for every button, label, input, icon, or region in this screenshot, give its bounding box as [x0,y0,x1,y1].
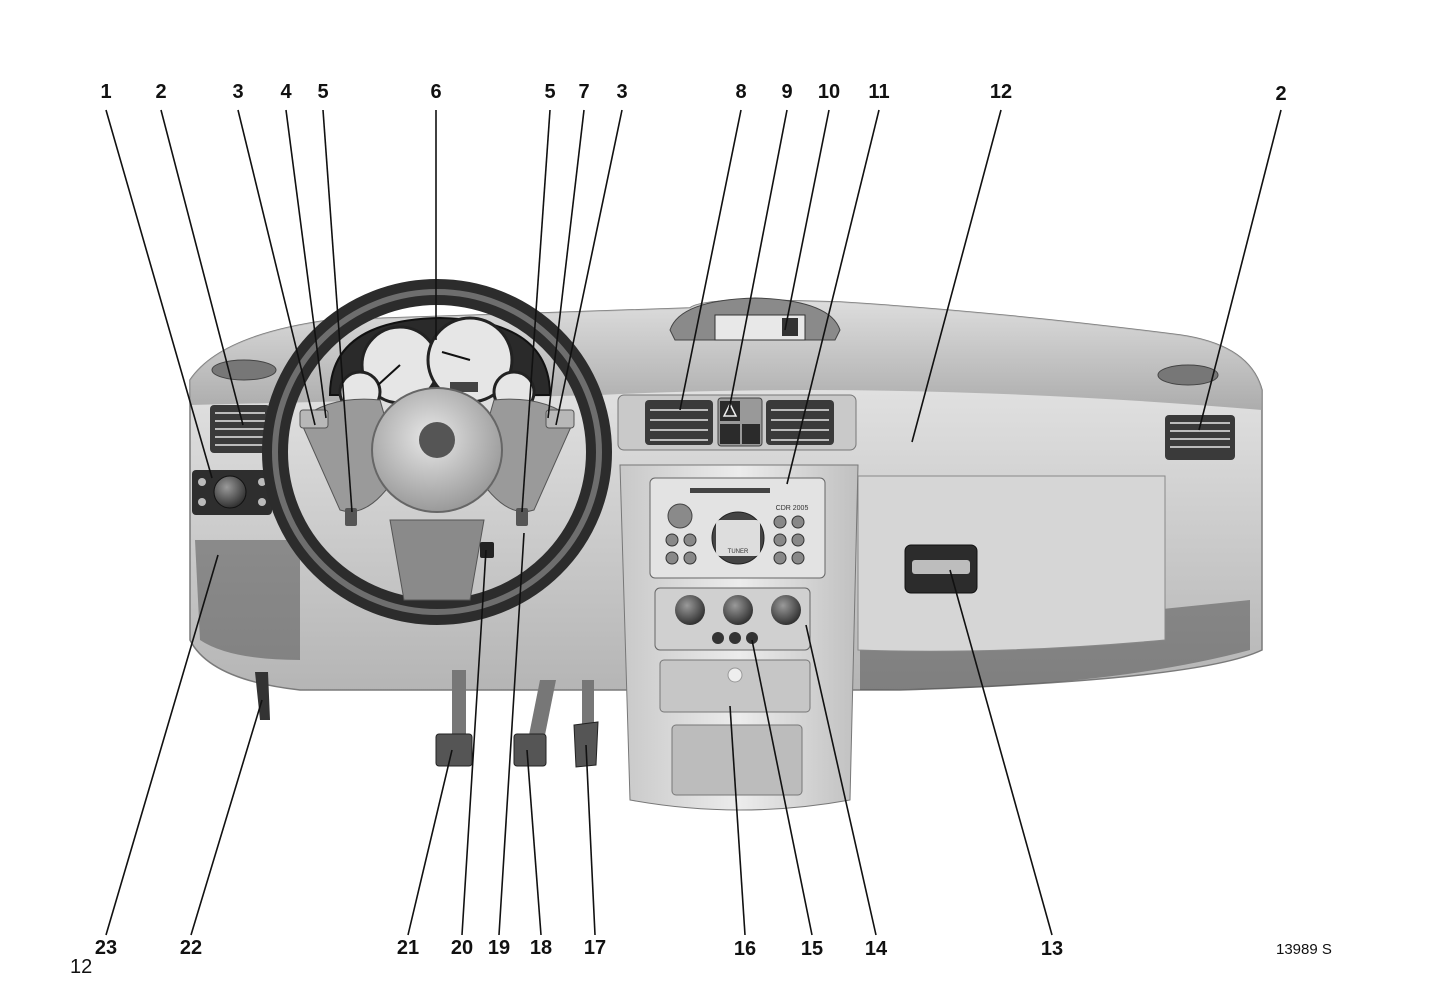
callout-5: 5 [317,81,328,103]
center-console: CDR 2005 TUNER [619,464,859,811]
callout-2-right: 2 [1275,83,1286,105]
center-vents [617,394,857,451]
callout-3-right: 3 [616,81,627,103]
callout-3: 3 [232,81,243,103]
callout-12: 12 [990,81,1012,103]
callout-2: 2 [155,81,166,103]
callout-numbers-bottom: 23 22 21 20 19 18 17 16 15 14 13 [95,937,1063,960]
leader-lines-top [105,109,1282,513]
callout-15: 15 [801,938,823,960]
callout-8: 8 [735,81,746,103]
callout-10: 10 [818,81,840,103]
callout-4: 4 [280,81,292,103]
callout-13: 13 [1041,938,1063,960]
callout-18: 18 [530,937,552,959]
callout-21: 21 [397,937,419,959]
page-number: 12 [70,956,93,978]
pedals [255,670,599,768]
callout-6: 6 [430,81,441,103]
light-switch-panel [192,470,272,515]
steering-wheel [262,279,612,625]
callout-7: 7 [578,81,589,103]
callout-16: 16 [734,938,756,960]
callout-23: 23 [95,937,117,959]
radio-model-label: CDR 2005 [776,505,809,512]
info-display [669,297,841,341]
callout-17: 17 [584,937,606,959]
callout-1: 1 [100,81,111,103]
callout-22: 22 [180,937,202,959]
callout-9: 9 [781,81,792,103]
radio-tuner-label: TUNER [728,549,749,555]
callout-numbers-top: 1 2 3 4 5 6 5 7 3 8 9 10 11 12 2 [100,81,1286,105]
callout-14: 14 [865,938,888,960]
glovebox [857,475,1166,652]
leader-lines-bottom [105,532,1053,936]
callout-11: 11 [868,81,889,103]
callout-20: 20 [451,937,473,959]
callout-5-right: 5 [544,81,555,103]
callout-19: 19 [488,937,510,959]
figure-code: 13989 S [1276,941,1332,958]
